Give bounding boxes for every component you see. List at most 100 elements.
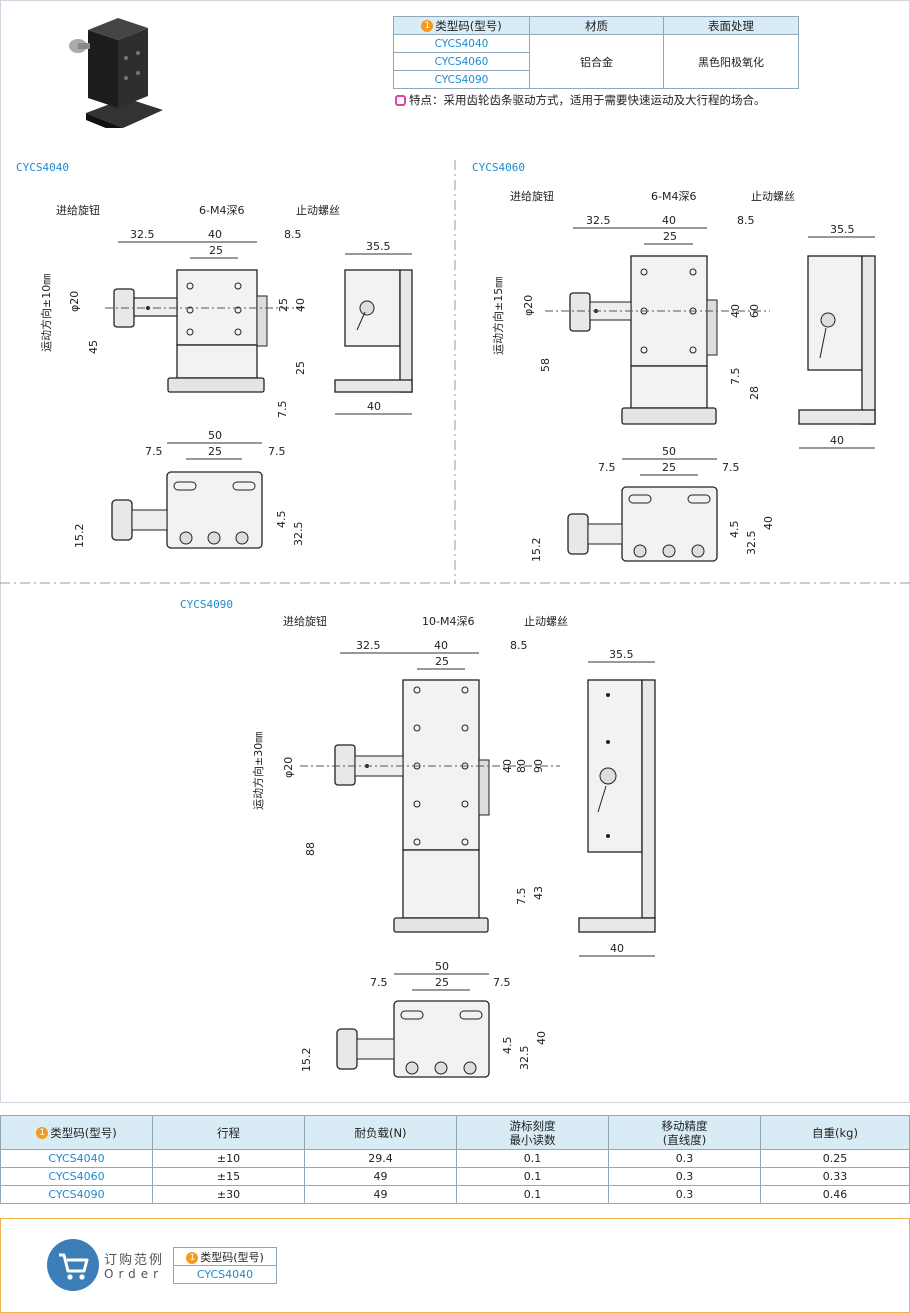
dim-45: 4.5 — [501, 1037, 514, 1055]
stop-screw-label: 止动螺丝 — [751, 190, 795, 203]
dim-45: 4.5 — [275, 511, 288, 529]
spec-cell-code: CYCS4090 — [0, 1185, 153, 1204]
dim-75: 7.5 — [515, 888, 528, 906]
spec-cell: 0.1 — [456, 1185, 609, 1204]
dim-25b: 25 — [277, 298, 290, 312]
dim-152: 15.2 — [530, 538, 543, 563]
spec-header-stroke: 行程 — [152, 1115, 305, 1150]
spec-cell: 0.3 — [608, 1167, 761, 1186]
motion-label: 运动方向±15㎜ — [491, 277, 505, 355]
hole-spec-label: 6-M4深6 — [651, 190, 696, 203]
spec-header-accuracy: 移动精度 (直线度) — [608, 1115, 761, 1150]
label-cycs4040: CYCS4040 — [16, 161, 69, 174]
order-title-cn: 订购范例 — [104, 1253, 165, 1268]
dim-40: 40 — [208, 228, 222, 241]
number-badge-icon: 1 — [36, 1127, 49, 1139]
shopping-cart-icon — [47, 1239, 99, 1291]
table-row: CYCS4040 ±10 29.4 0.1 0.3 0.25 — [0, 1149, 910, 1168]
dim-325-v: 32.5 — [745, 531, 758, 556]
material-value: 铝合金 — [529, 34, 664, 89]
dim-90: 90 — [532, 759, 545, 773]
dim-40b: 40 — [729, 304, 742, 318]
label-cycs4090: CYCS4090 — [180, 598, 233, 611]
dim-40: 40 — [434, 639, 448, 652]
dim-40: 40 — [662, 214, 676, 227]
drawing-cycs4040-front: 进给旋钮 6-M4深6 止动螺丝 32.5 40 25 8.5 φ20 45 2… — [39, 203, 340, 418]
dim-88: 88 — [304, 842, 317, 856]
dim-85: 8.5 — [510, 639, 528, 652]
dim-45: 45 — [87, 340, 100, 354]
dim-75-right: 7.5 — [722, 461, 740, 474]
dim-phi20: φ20 — [522, 295, 535, 316]
spec-cell: 0.1 — [456, 1149, 609, 1168]
dim-325: 32.5 — [130, 228, 155, 241]
dim-75-left: 7.5 — [145, 445, 163, 458]
dim-60: 60 — [748, 304, 761, 318]
technical-drawings: 进给旋钮 6-M4深6 止动螺丝 32.5 40 25 8.5 φ20 45 2… — [0, 160, 910, 1078]
hole-spec-label: 6-M4深6 — [199, 204, 244, 217]
dim-40b: 40 — [501, 759, 514, 773]
dim-325: 32.5 — [356, 639, 381, 652]
spec-cell: 49 — [304, 1167, 457, 1186]
spec-cell: ±10 — [152, 1149, 305, 1168]
number-badge-icon: 1 — [421, 20, 434, 32]
spec-cell-code: CYCS4060 — [0, 1167, 153, 1186]
dim-phi20: φ20 — [68, 291, 81, 312]
dim-75-right: 7.5 — [268, 445, 286, 458]
spec-cell: 0.33 — [760, 1167, 910, 1186]
feature-note: 特点：采用齿轮齿条驱动方式，适用于需要快速运动及大行程的场合。 — [395, 92, 766, 108]
drawing-cycs4060-front: 进给旋钮 6-M4深6 止动螺丝 32.5 40 25 8.5 φ20 58 4… — [491, 189, 795, 425]
dim-58: 58 — [539, 358, 552, 372]
spec-header-load: 耐负载(N) — [304, 1115, 457, 1150]
spec-cell: ±15 — [152, 1167, 305, 1186]
drawing-cycs4090-top: 50 25 7.5 7.5 4.5 32.5 40 15.2 — [300, 960, 548, 1078]
stop-screw-label: 止动螺丝 — [524, 615, 568, 628]
order-title-en: Order — [104, 1267, 164, 1281]
dim-75: 7.5 — [276, 401, 289, 419]
dim-40b: 40 — [294, 298, 307, 312]
dim-phi20: φ20 — [282, 757, 295, 778]
material-header-material: 材质 — [529, 16, 664, 35]
knob-label: 进给旋钮 — [283, 614, 327, 628]
table-row: CYCS4090 ±30 49 0.1 0.3 0.46 — [0, 1185, 910, 1204]
spec-header-weight: 自重(kg) — [760, 1115, 910, 1150]
dim-325-v: 32.5 — [292, 522, 305, 547]
dim-50: 50 — [435, 960, 449, 973]
dim-355: 35.5 — [609, 648, 634, 661]
drawing-cycs4090-side: 35.5 40 — [578, 648, 656, 957]
dim-85: 8.5 — [737, 214, 755, 227]
dim-75: 7.5 — [729, 368, 742, 386]
dim-75-left: 7.5 — [598, 461, 616, 474]
spec-cell: 0.46 — [760, 1185, 910, 1204]
dim-28: 28 — [748, 386, 761, 400]
dim-25-top: 25 — [208, 445, 222, 458]
material-code: CYCS4090 — [393, 70, 530, 89]
dim-152: 15.2 — [73, 524, 86, 549]
spec-header-vernier: 游标刻度 最小读数 — [456, 1115, 609, 1150]
dim-25-top: 25 — [662, 461, 676, 474]
dim-40-side: 40 — [367, 400, 381, 413]
drawing-cycs4090-front: 进给旋钮 10-M4深6 止动螺丝 32.5 40 25 8.5 φ20 88 … — [251, 614, 568, 933]
dim-85: 8.5 — [284, 228, 302, 241]
dim-50: 50 — [662, 445, 676, 458]
order-example-code: CYCS4040 — [173, 1265, 277, 1284]
spec-cell: 0.3 — [608, 1185, 761, 1204]
dim-355: 35.5 — [830, 223, 855, 236]
dim-45: 4.5 — [728, 521, 741, 539]
drawing-cycs4060-top: 50 25 7.5 7.5 4.5 32.5 40 15.2 — [530, 445, 775, 562]
motion-label: 运动方向±10㎜ — [39, 274, 53, 352]
table-row: CYCS4060 ±15 49 0.1 0.3 0.33 — [0, 1167, 910, 1186]
drawing-cycs4060-side: 35.5 40 — [798, 223, 876, 449]
dim-40-side: 40 — [830, 434, 844, 447]
stop-screw-label: 止动螺丝 — [296, 204, 340, 217]
knob-label: 进给旋钮 — [510, 189, 554, 203]
dim-40-v: 40 — [535, 1031, 548, 1045]
dim-40-v: 40 — [762, 516, 775, 530]
motion-label: 运动方向±30㎜ — [251, 732, 265, 810]
dim-80: 80 — [515, 759, 528, 773]
